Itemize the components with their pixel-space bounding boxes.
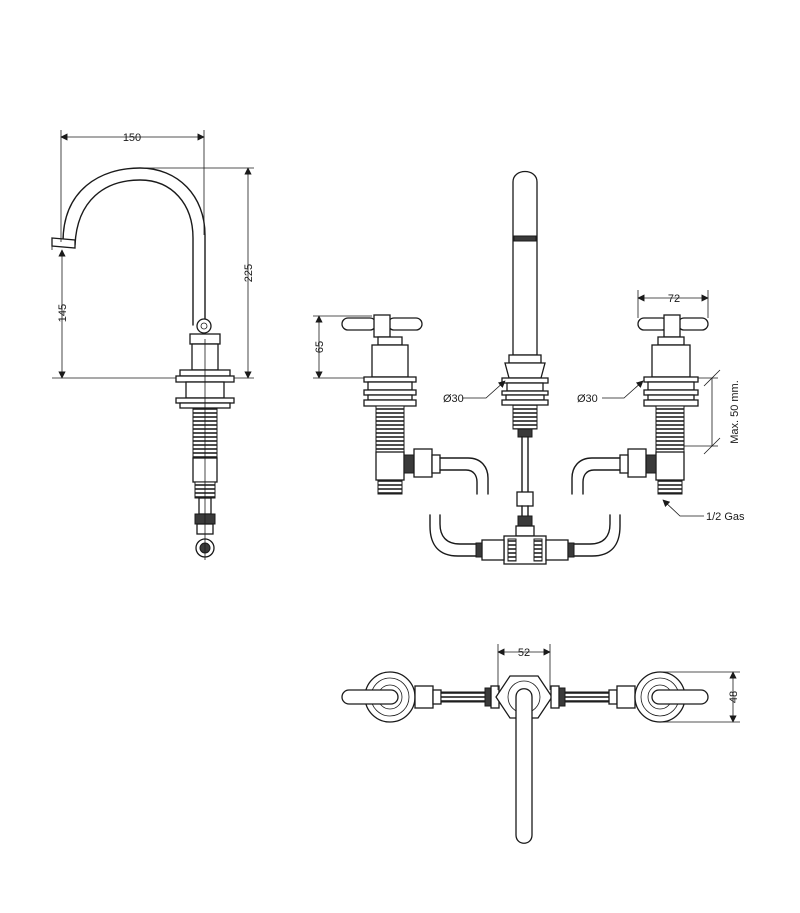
center-spout — [429, 170, 621, 565]
side-view — [51, 167, 235, 560]
left-valve — [341, 314, 489, 495]
outlet-height-label: 145 — [57, 304, 69, 322]
handle-base-width-label: 48 — [728, 691, 740, 703]
right-valve — [571, 314, 709, 495]
spout-height-label: 225 — [243, 264, 255, 282]
dimension-65: 65 — [313, 315, 372, 379]
spout-reach-label: 150 — [123, 132, 141, 144]
diameter-center-label: Ø30 — [443, 393, 464, 405]
connection-label: 1/2 Gas — [706, 511, 745, 523]
dimension-150: 150 — [60, 130, 205, 242]
dimension-52: 52 — [497, 644, 551, 690]
dimension-72: 72 — [637, 290, 709, 318]
dimension-diameter-right: Ø30 — [577, 380, 644, 405]
max-thickness-label: Max. 50 mm. — [729, 380, 741, 444]
dimension-48: 48 — [660, 671, 740, 723]
spout-base-width-label: 52 — [518, 647, 530, 659]
handle-width-label: 72 — [668, 293, 680, 305]
dimension-max-50: Max. 50 mm. — [684, 369, 741, 455]
diameter-right-label: Ø30 — [577, 393, 598, 405]
handle-height-label: 65 — [314, 341, 326, 353]
dimension-225: 225 — [140, 167, 255, 379]
dimension-145: 145 — [51, 246, 176, 379]
dimension-diameter-center: Ø30 — [443, 380, 506, 405]
dimension-connection: 1/2 Gas — [662, 499, 745, 523]
top-view — [341, 671, 709, 844]
